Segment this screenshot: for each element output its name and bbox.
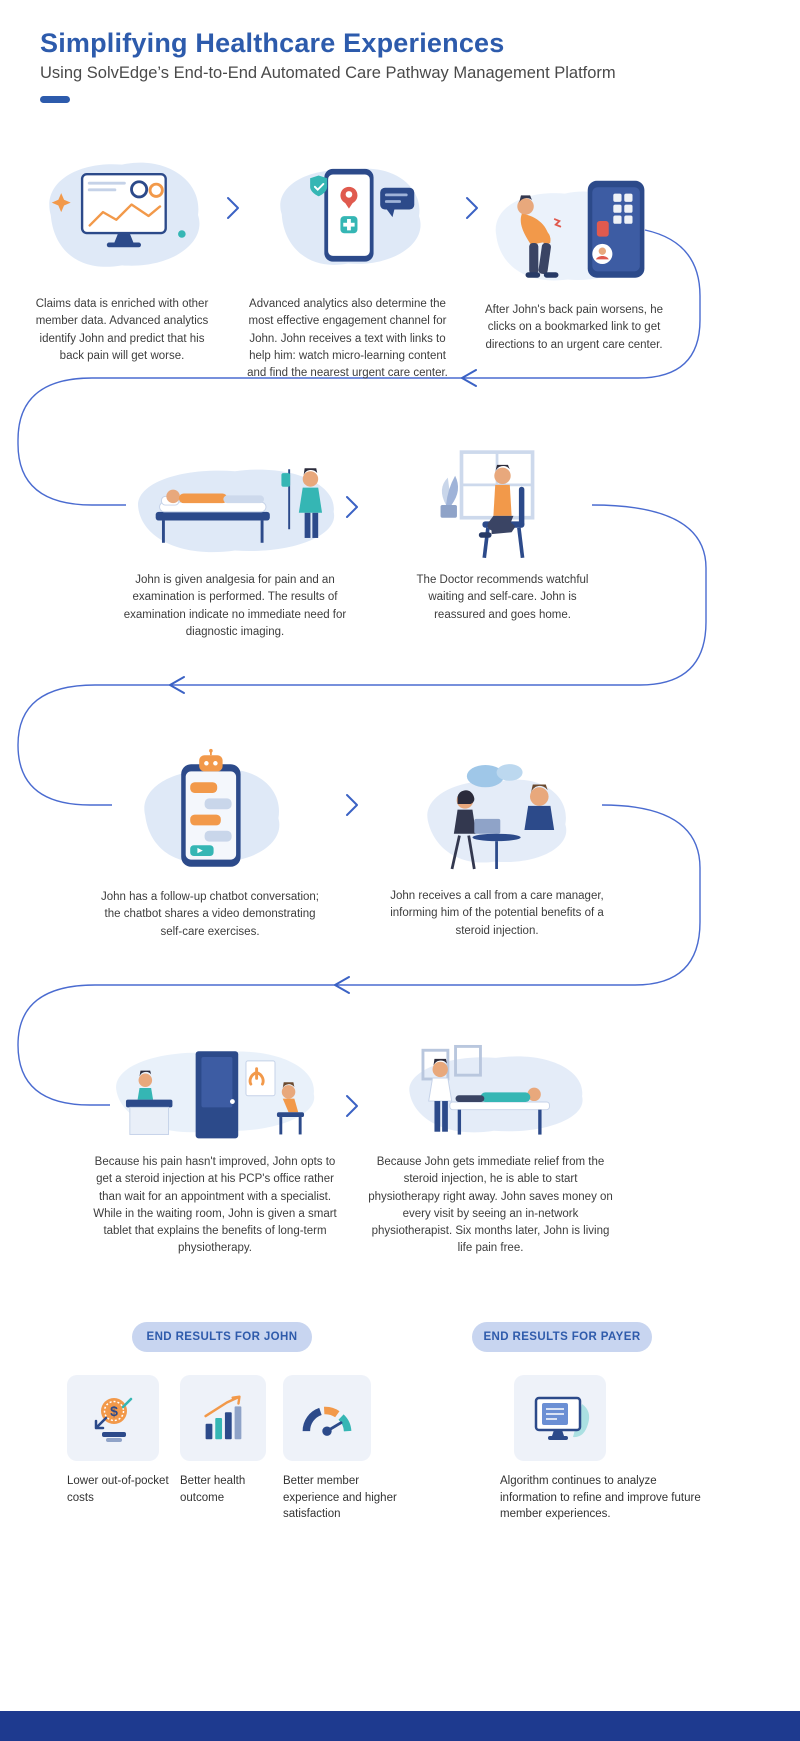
health-outcome-chart-icon [204, 1395, 242, 1440]
page-title: Simplifying Healthcare Experiences [40, 28, 505, 58]
arrow-right-icon [346, 1095, 358, 1117]
step-4-caption: John is given analgesia for pain and an … [123, 574, 347, 638]
waiting-room-tablet-illustration [116, 1051, 315, 1139]
arrow-right-icon [346, 794, 358, 816]
flow-arrows [169, 197, 478, 1117]
satisfaction-gauge-icon [302, 1406, 352, 1436]
result-caption: Better member experience and higher sati… [283, 1475, 397, 1521]
step-2: Advanced analytics also determine the mo… [240, 148, 455, 382]
hospital-examination-illustration [138, 468, 335, 553]
step-2-caption: Advanced analytics also determine the mo… [247, 298, 448, 379]
page-subtitle: Using SolvEdge’s End-to-End Automated Ca… [40, 64, 616, 82]
watchful-waiting-home-illustration [440, 450, 535, 559]
arrow-right-icon [227, 197, 239, 219]
connector-path-1 [17, 229, 701, 506]
step-7-caption: John receives a call from a care manager… [390, 890, 604, 937]
footer-bar [0, 1711, 800, 1741]
step-4: John is given analgesia for pain and an … [110, 448, 360, 641]
result-item-lower-costs: $ Lower out-of-pocket costs [67, 1375, 179, 1506]
phone-engagement-illustration [279, 168, 421, 265]
step-6-caption: John has a follow-up chatbot conversatio… [101, 891, 319, 938]
svg-text:$: $ [110, 1403, 118, 1419]
result-item-health-outcome: Better health outcome [180, 1375, 280, 1506]
back-pain-directions-illustration [495, 180, 645, 281]
analytics-dashboard-illustration [49, 162, 200, 267]
chatbot-conversation-illustration [144, 748, 280, 867]
step-6: John has a follow-up chatbot conversatio… [101, 748, 319, 941]
lower-costs-icon: $ [94, 1397, 133, 1442]
result-tile: $ [67, 1375, 159, 1461]
connector-path-3 [17, 804, 701, 1106]
result-caption: Lower out-of-pocket costs [67, 1475, 169, 1504]
step-5: The Doctor recommends watchful waiting a… [405, 443, 600, 624]
step-1-caption: Claims data is enriched with other membe… [35, 298, 209, 362]
arrow-left-icon [334, 976, 350, 994]
care-manager-call-illustration [426, 764, 566, 870]
result-caption: Algorithm continues to analyze informati… [500, 1475, 701, 1521]
algorithm-monitor-icon [534, 1396, 590, 1440]
end-results-john-badge: END RESULTS FOR JOHN [132, 1322, 312, 1352]
result-tile [180, 1375, 266, 1461]
step-9: Because John gets immediate relief from … [368, 1033, 613, 1258]
step-1: Claims data is enriched with other membe… [22, 140, 222, 365]
connector-paths [17, 229, 707, 1106]
step-8: Because his pain hasn't improved, John o… [85, 1028, 345, 1258]
arrow-right-icon [346, 496, 358, 518]
step-7: John receives a call from a care manager… [388, 752, 606, 940]
physiotherapy-illustration [408, 1044, 583, 1135]
step-9-caption: Because John gets immediate relief from … [368, 1156, 613, 1255]
arrow-left-icon [169, 676, 185, 694]
connector-path-2 [17, 504, 707, 806]
result-tile [514, 1375, 606, 1461]
arrow-left-icon [461, 369, 477, 387]
step-5-caption: The Doctor recommends watchful waiting a… [416, 574, 589, 621]
step-3: After John's back pain worsens, he click… [468, 168, 680, 354]
step-8-caption: Because his pain hasn't improved, John o… [93, 1156, 337, 1255]
result-caption: Better health outcome [180, 1475, 246, 1504]
result-tile [283, 1375, 371, 1461]
arrow-right-icon [466, 197, 478, 219]
end-results-payer-badge: END RESULTS FOR PAYER [472, 1322, 652, 1352]
result-item-satisfaction: Better member experience and higher sati… [283, 1375, 415, 1523]
result-item-algorithm: Algorithm continues to analyze informati… [500, 1375, 710, 1523]
step-3-caption: After John's back pain worsens, he click… [485, 304, 663, 351]
title-underline [40, 96, 70, 103]
